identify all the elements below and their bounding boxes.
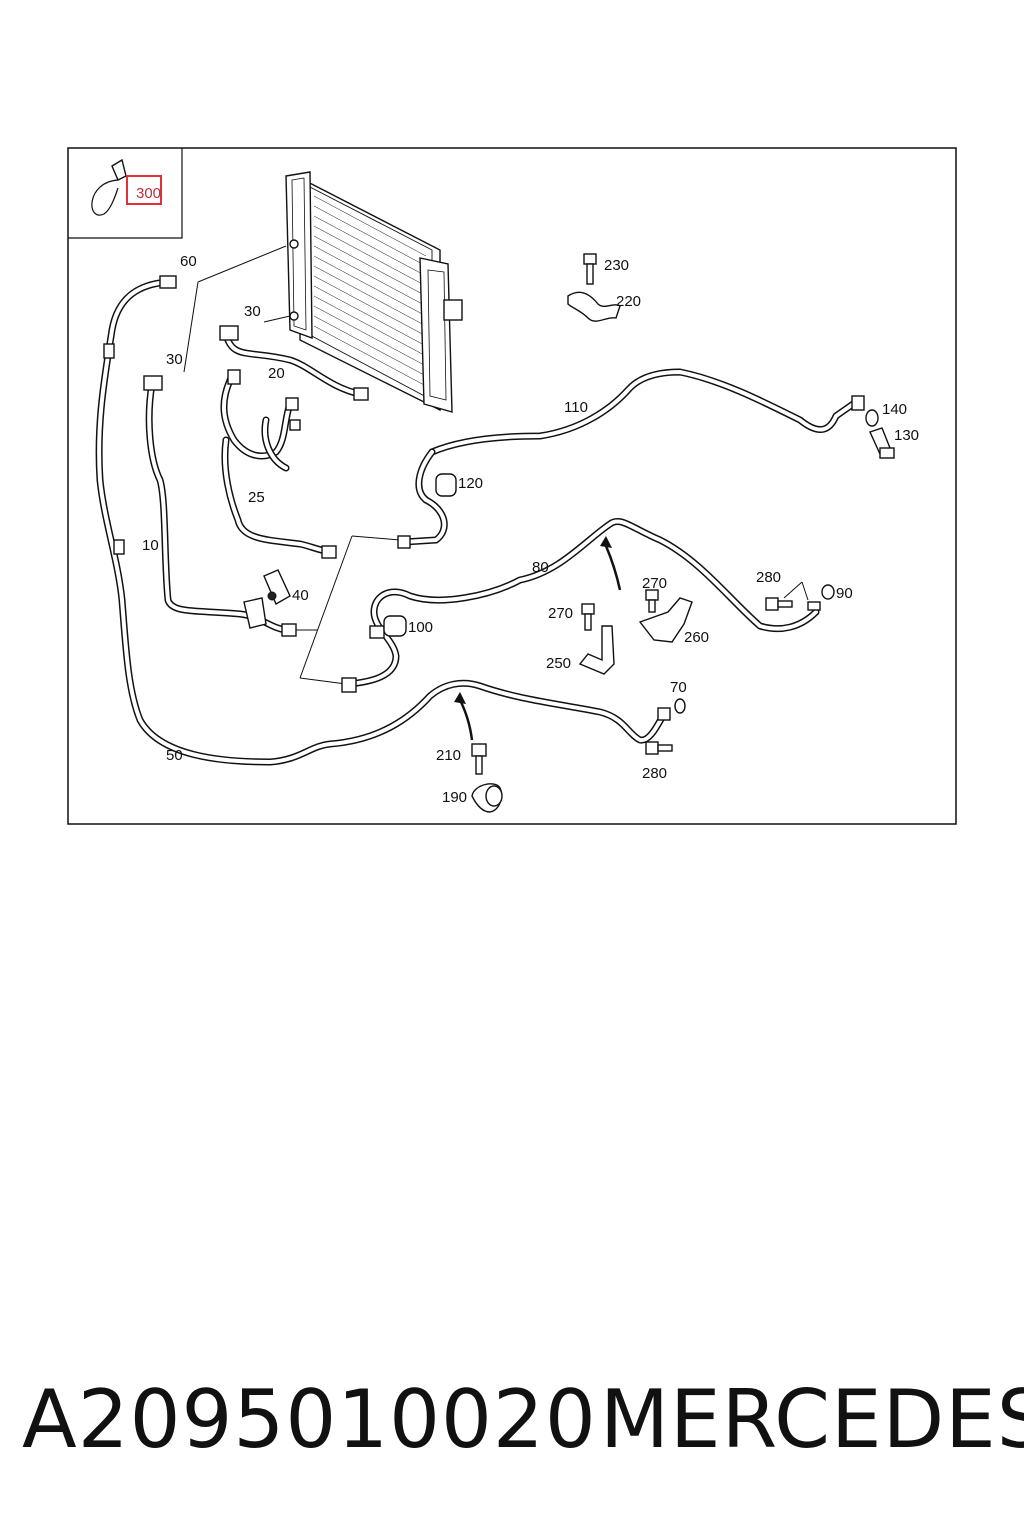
bracket-260 (638, 597, 693, 643)
clip-190 (471, 783, 503, 813)
arrow-icon (454, 692, 474, 741)
bolt-270a (581, 603, 595, 631)
callout-100: 100 (408, 619, 433, 636)
callout-270: 270 (642, 575, 667, 592)
arrow-icon (600, 536, 622, 591)
callout-70: 70 (670, 679, 687, 696)
inset-box (68, 148, 183, 239)
bracket-250 (578, 625, 615, 675)
seal-90 (807, 584, 835, 611)
seal-70 (674, 698, 686, 714)
callout-120: 120 (458, 475, 483, 492)
fitting-70 (657, 707, 671, 721)
seal-140 (865, 409, 879, 427)
sleeve-120 (435, 473, 457, 497)
bolt-280b (645, 741, 673, 755)
callout-80: 80 (532, 559, 549, 576)
callout-110: 110 (564, 399, 588, 416)
callout-50: 50 (166, 747, 183, 764)
bolt-270b (645, 589, 659, 613)
brand-name: MERCEDES (600, 1373, 1024, 1466)
callout-190: 190 (442, 789, 467, 806)
callout-40: 40 (292, 587, 309, 604)
clamp-220 (567, 291, 621, 322)
bolt-280a (765, 597, 793, 611)
fitting-130 (869, 427, 895, 459)
callout-230: 230 (604, 257, 629, 274)
callout-260: 260 (684, 629, 709, 646)
callout-280: 280 (756, 569, 781, 586)
callout-300[interactable]: 300 (136, 185, 161, 202)
callout-210: 210 (436, 747, 461, 764)
sleeve-100 (383, 615, 407, 637)
parts-diagram: 300 60 30 30 20 25 10 40 50 230 220 110 … (67, 147, 957, 825)
radiator-icon (285, 171, 463, 413)
highlight-box-300[interactable] (126, 175, 162, 205)
callout-90: 90 (836, 585, 853, 602)
callout-10: 10 (142, 537, 159, 554)
clip-300-icon (91, 158, 127, 216)
callout-270: 270 (548, 605, 573, 622)
bracket-40 (243, 569, 291, 629)
pipe-50 (95, 275, 668, 766)
pipe-110 (397, 368, 865, 549)
callout-220: 220 (616, 293, 641, 310)
bolt-210 (471, 743, 487, 775)
callout-60: 60 (180, 253, 197, 270)
callout-130: 130 (894, 427, 919, 444)
callout-30: 30 (166, 351, 183, 368)
callout-30: 30 (244, 303, 261, 320)
callout-140: 140 (882, 401, 907, 418)
bolt-230 (583, 253, 597, 285)
hose-assembly-25 (220, 369, 337, 559)
leader-lines (183, 245, 809, 685)
diagram-frame (67, 147, 957, 825)
part-number: A2095010020 (22, 1373, 597, 1466)
callout-25: 25 (248, 489, 265, 506)
callout-20: 20 (268, 365, 285, 382)
pipe-80 (341, 517, 820, 693)
callout-280: 280 (642, 765, 667, 782)
pipe-20 (219, 325, 369, 401)
caption-bar: A2095010020 MERCEDES (0, 1370, 1024, 1470)
callout-250: 250 (546, 655, 571, 672)
